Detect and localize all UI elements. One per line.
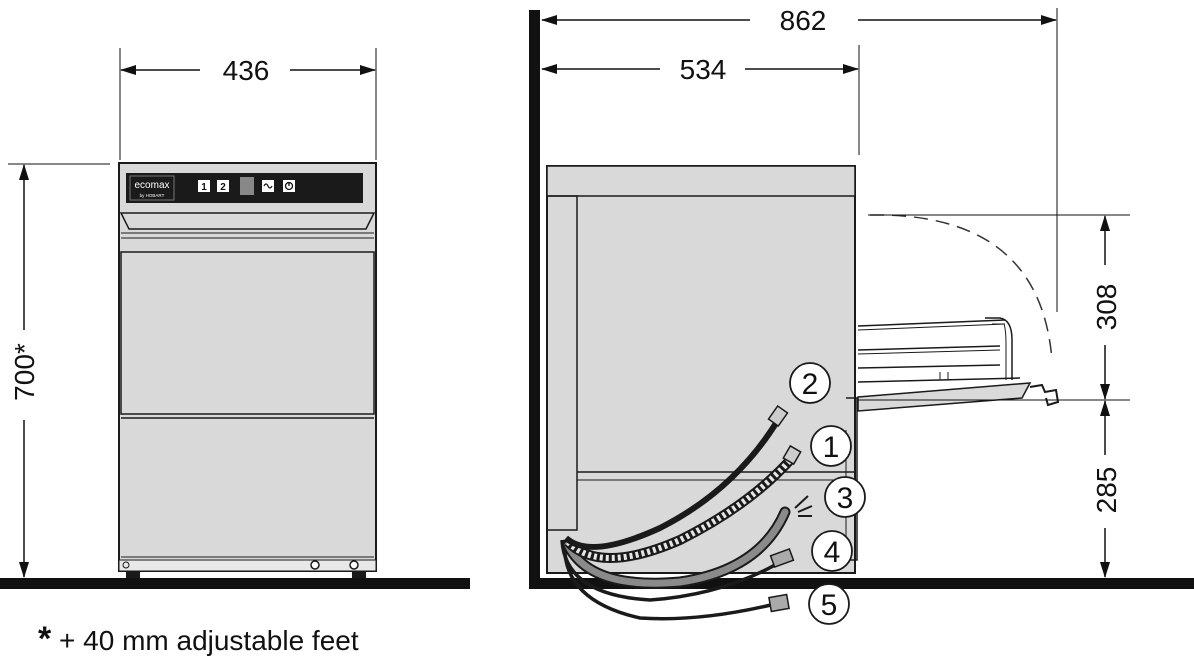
svg-text:5: 5 — [821, 589, 838, 622]
svg-text:2: 2 — [220, 182, 226, 193]
detergent-hose — [563, 418, 781, 550]
front-door — [120, 251, 375, 415]
side-view: 862 534 — [529, 5, 1194, 625]
front-width-label: 436 — [223, 55, 270, 86]
program-1-button[interactable] — [198, 180, 210, 192]
display-window — [240, 177, 254, 195]
rack-height-label: 308 — [1091, 284, 1122, 331]
drain-connector — [769, 547, 795, 569]
footnote: * + 40 mm adjustable feet — [38, 620, 359, 659]
front-view: 436 700* ecomax by HOBART 1 2 — [0, 48, 470, 589]
side-floor — [529, 578, 1194, 589]
front-floor — [0, 578, 470, 589]
svg-text:1: 1 — [823, 431, 840, 464]
door-handle — [119, 212, 376, 230]
callout-4: 4 — [811, 530, 853, 572]
door-height-label: 285 — [1091, 467, 1122, 514]
detergent-hose-connector — [767, 404, 789, 428]
front-height-label: 700* — [9, 343, 40, 401]
total-depth-label: 862 — [780, 5, 827, 36]
door-swing-arc — [869, 214, 1053, 361]
svg-text:2: 2 — [802, 368, 819, 401]
callout-1: 1 — [810, 425, 852, 467]
dish-rack — [857, 317, 1021, 383]
svg-text:3: 3 — [837, 482, 854, 515]
brand-sub-logo: by HOBART — [140, 193, 165, 198]
power-cable — [563, 539, 776, 621]
callout-2: 2 — [789, 362, 831, 404]
equipotential-cable — [560, 539, 776, 602]
brand-logo: ecomax — [134, 180, 169, 191]
connection-hoses — [560, 404, 813, 621]
inlet-hose-connector — [782, 444, 802, 466]
callout-3: 3 — [824, 476, 866, 518]
front-foot-left — [126, 571, 140, 578]
wall — [529, 10, 540, 588]
side-top-panel — [546, 165, 856, 197]
open-door-handle — [1029, 383, 1060, 407]
footnote-text: + 40 mm adjustable feet — [59, 625, 359, 656]
body-depth-label: 534 — [680, 54, 727, 85]
front-foot-right — [352, 571, 366, 578]
program-2-button[interactable] — [217, 180, 229, 192]
svg-text:1: 1 — [201, 182, 207, 193]
svg-text:4: 4 — [824, 536, 841, 569]
open-door — [857, 382, 1032, 412]
callout-5: 5 — [808, 583, 850, 625]
power-plug — [768, 593, 790, 613]
footnote-asterisk: * — [38, 620, 52, 658]
